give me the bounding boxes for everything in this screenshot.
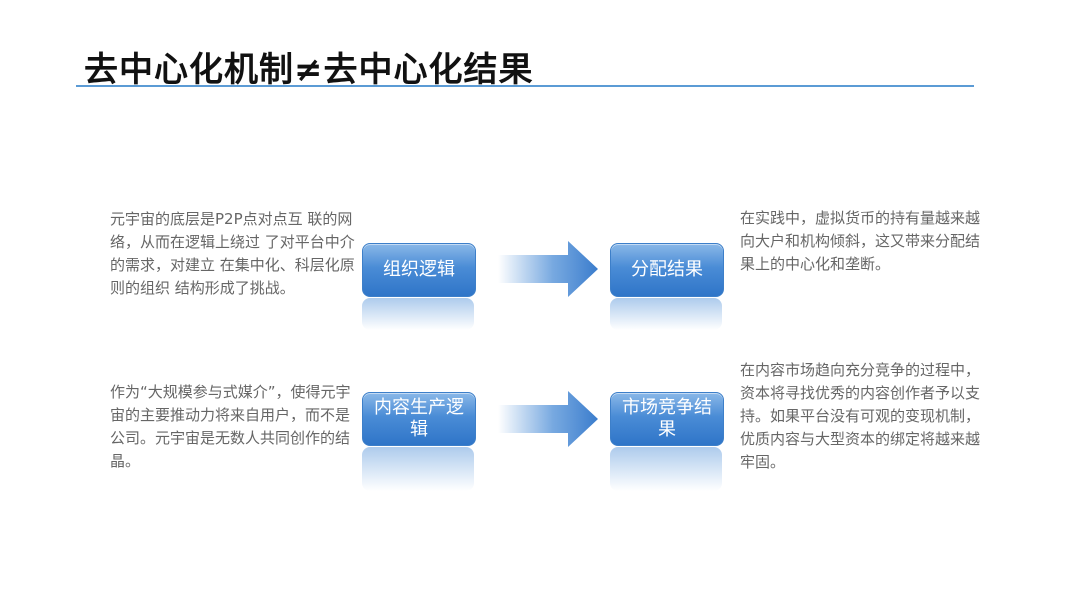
title-divider [76,85,974,87]
market-result-label: 市场竞争结果 [622,397,712,440]
distribution-result-box: 分配结果 [610,243,724,297]
arrow-right-icon [498,241,598,297]
org-logic-label: 组织逻辑 [383,259,455,280]
market-result-description: 在内容市场趋向充分竞争的过程中，资本将寻找优秀的内容创作者予以支持。如果平台没有… [740,361,981,471]
org-logic-description: 元宇宙的底层是P2P点对点互 联的网络，从而在逻辑上绕过 了对平台中介的需求，对… [110,210,355,297]
market-result-reflection [610,447,722,491]
distribution-result-description: 在实践中，虚拟货币的持有量越来越向大户和机构倾斜，这又带来分配结果上的中心化和垄… [740,209,981,273]
org-logic-reflection [362,298,474,330]
distribution-result-label: 分配结果 [631,259,703,280]
page-title: 去中心化机制≠去中心化结果 [84,50,534,90]
content-logic-label: 内容生产逻辑 [374,397,464,440]
content-logic-description: 作为“大规模参与式媒介”，使得元宇宙的主要推动力将来自用户，而不是公司。元宇宙是… [110,383,351,470]
arrow-right-icon [498,391,598,447]
distribution-result-reflection [610,298,722,330]
org-logic-box: 组织逻辑 [362,243,476,297]
market-result-box: 市场竞争结果 [610,392,724,446]
content-logic-box: 内容生产逻辑 [362,392,476,446]
content-logic-reflection [362,447,474,491]
